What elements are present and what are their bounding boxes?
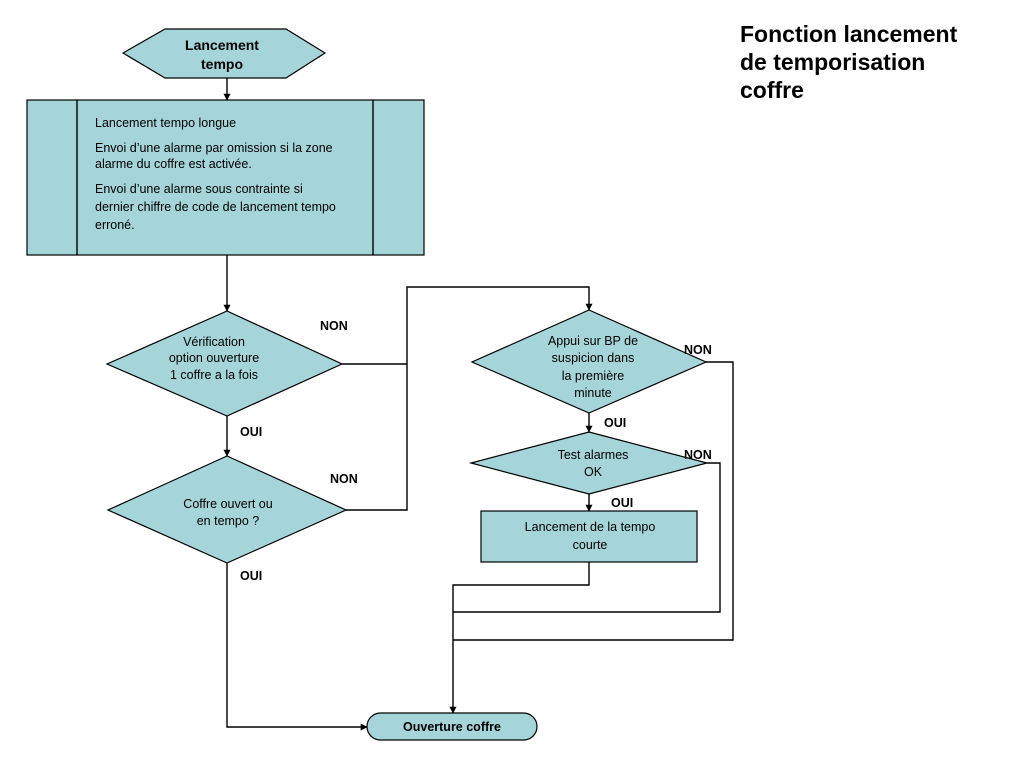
- decision-option-line-3: 1 coffre a la fois: [170, 368, 258, 382]
- label-coffre-no: NON: [330, 472, 358, 486]
- edge-labels: NON OUI NON OUI NON OUI NON OUI: [240, 319, 712, 583]
- label-test-no: NON: [684, 448, 712, 462]
- start-label-line-1: Lancement: [185, 37, 259, 53]
- decision-test-line-2: OK: [584, 465, 603, 479]
- decision-test-line-1: Test alarmes: [558, 448, 629, 462]
- decision-test-node: Test alarmes OK: [468, 431, 710, 495]
- edge-bp-no: [453, 361, 734, 641]
- end-label: Ouverture coffre: [403, 720, 501, 734]
- edge-short-to-end: [449, 562, 590, 714]
- edge-coffre-no: [346, 286, 593, 511]
- process-long-line-4: Envoi d’une alarme sous contrainte si: [95, 182, 303, 196]
- decision-option-line-1: Vérification: [183, 335, 245, 349]
- decision-bp-line-3: la première: [562, 369, 625, 383]
- title-line-1: Fonction lancement: [740, 21, 958, 47]
- decision-option-node: Vérification option ouverture 1 coffre a…: [105, 310, 344, 417]
- label-test-yes: OUI: [611, 496, 633, 510]
- decision-bp-line-2: suspicion dans: [552, 351, 635, 365]
- start-label-line-2: tempo: [201, 56, 243, 72]
- process-short-line-1: Lancement de la tempo: [525, 520, 656, 534]
- decision-bp-line-1: Appui sur BP de: [548, 334, 638, 348]
- process-long-line-3: alarme du coffre est activée.: [95, 157, 252, 171]
- process-long-node: Lancement tempo longue Envoi d’une alarm…: [26, 99, 425, 256]
- decision-option-line-2: option ouverture: [169, 351, 259, 365]
- decision-coffre-node: Coffre ouvert ou en tempo ?: [106, 455, 348, 564]
- process-long-line-1: Lancement tempo longue: [95, 116, 236, 130]
- label-bp-no: NON: [684, 343, 712, 357]
- start-node: Lancement tempo: [121, 28, 327, 79]
- label-option-yes: OUI: [240, 425, 262, 439]
- label-coffre-yes: OUI: [240, 569, 262, 583]
- edge-test-no: [453, 462, 721, 613]
- decision-coffre-line-2: en tempo ?: [197, 514, 260, 528]
- process-short-line-2: courte: [573, 538, 608, 552]
- label-bp-yes: OUI: [604, 416, 626, 430]
- decision-bp-line-4: minute: [574, 386, 612, 400]
- process-long-line-5: dernier chiffre de code de lancement tem…: [95, 200, 336, 214]
- title-line-3: coffre: [740, 77, 804, 103]
- edge-coffre-yes: [226, 563, 368, 731]
- connectors: [223, 78, 734, 731]
- title-line-2: de temporisation: [740, 49, 926, 75]
- end-node: Ouverture coffre: [366, 712, 538, 741]
- decision-bp-node: Appui sur BP de suspicion dans la premiè…: [470, 309, 708, 414]
- process-short-node: Lancement de la tempo courte: [480, 510, 698, 563]
- process-long-line-2: Envoi d’une alarme par omission si la zo…: [95, 141, 333, 155]
- page-title: Fonction lancement de temporisation coff…: [740, 20, 1010, 104]
- decision-coffre-line-1: Coffre ouvert ou: [183, 497, 272, 511]
- label-option-no: NON: [320, 319, 348, 333]
- process-long-line-6: erroné.: [95, 218, 135, 232]
